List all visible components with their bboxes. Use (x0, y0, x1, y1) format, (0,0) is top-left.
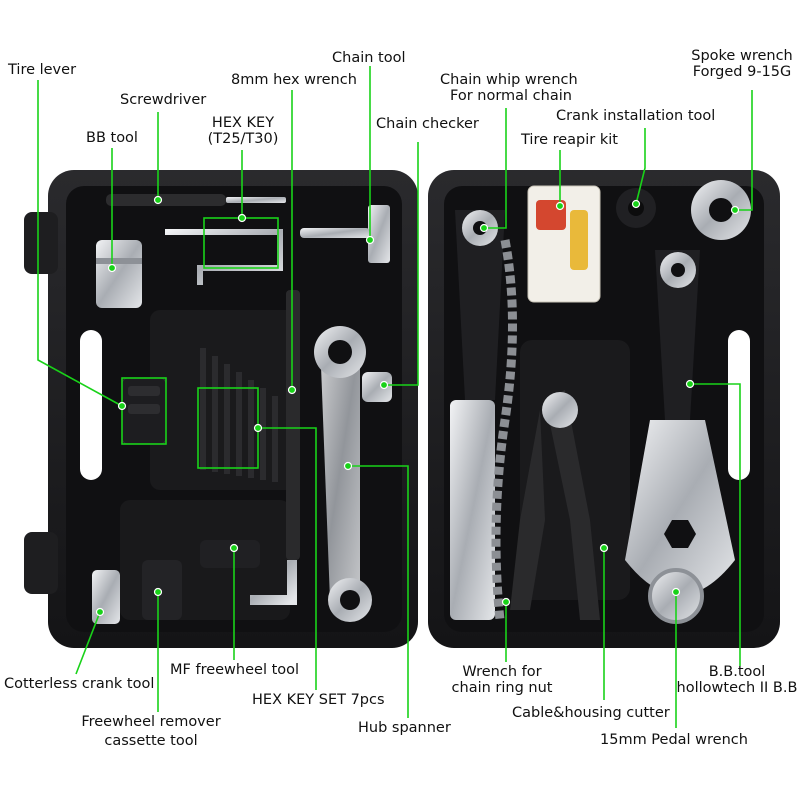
label-tire-repair: Tire reapir kit (521, 132, 618, 148)
label-tire-lever: Tire lever (8, 62, 77, 78)
label-bb-hollowtech-sub: hollowtech II B.B (676, 680, 798, 696)
label-freewheel-remover-sub: cassette tool (104, 733, 198, 749)
label-chain-checker: Chain checker (376, 116, 479, 132)
leader-lines (37, 66, 753, 728)
label-spoke-wrench-sub: Forged 9-15G (692, 64, 792, 80)
label-crank-install: Crank installation tool (556, 108, 716, 124)
label-bb-hollowtech: B.B.tool hollowtech II B.B (676, 664, 798, 696)
tools-right (450, 180, 751, 624)
label-spoke-wrench-title: Spoke wrench (691, 48, 793, 64)
label-cotterless: Cotterless crank tool (4, 676, 155, 692)
label-chain-whip-title: Chain whip wrench (440, 72, 578, 88)
label-screwdriver: Screwdriver (120, 92, 207, 108)
label-chainring-wrench-title: Wrench for (462, 664, 542, 680)
label-hex-key-t25-title: HEX KEY (211, 115, 275, 131)
label-bb-tool: BB tool (86, 130, 138, 146)
label-hex-key-set: HEX KEY SET 7pcs (252, 692, 385, 708)
label-chain-whip: Chain whip wrench For normal chain (440, 72, 578, 104)
label-cable-cutter: Cable&housing cutter (512, 705, 670, 721)
label-bb-hollowtech-title: B.B.tool (708, 664, 766, 680)
label-hub-spanner: Hub spanner (358, 720, 451, 736)
label-chain-tool: Chain tool (332, 50, 406, 66)
label-hex-key-t25-sub: (T25/T30) (207, 131, 279, 147)
leader-dots (95, 195, 740, 617)
label-pedal-wrench: 15mm Pedal wrench (600, 732, 748, 748)
label-spoke-wrench: Spoke wrench Forged 9-15G (688, 48, 796, 80)
tools-left (92, 194, 392, 624)
label-freewheel-remover: Freewheel remover cassette tool (76, 714, 226, 749)
label-chainring-wrench: Wrench for chain ring nut (440, 664, 564, 696)
label-8mm-hex-wrench: 8mm hex wrench (231, 72, 357, 88)
label-hex-key-t25: HEX KEY (T25/T30) (196, 115, 290, 147)
label-freewheel-remover-title: Freewheel remover (81, 714, 221, 730)
label-chainring-wrench-sub: chain ring nut (451, 680, 553, 696)
label-chain-whip-sub: For normal chain (450, 88, 572, 104)
label-mf-freewheel: MF freewheel tool (170, 662, 300, 678)
